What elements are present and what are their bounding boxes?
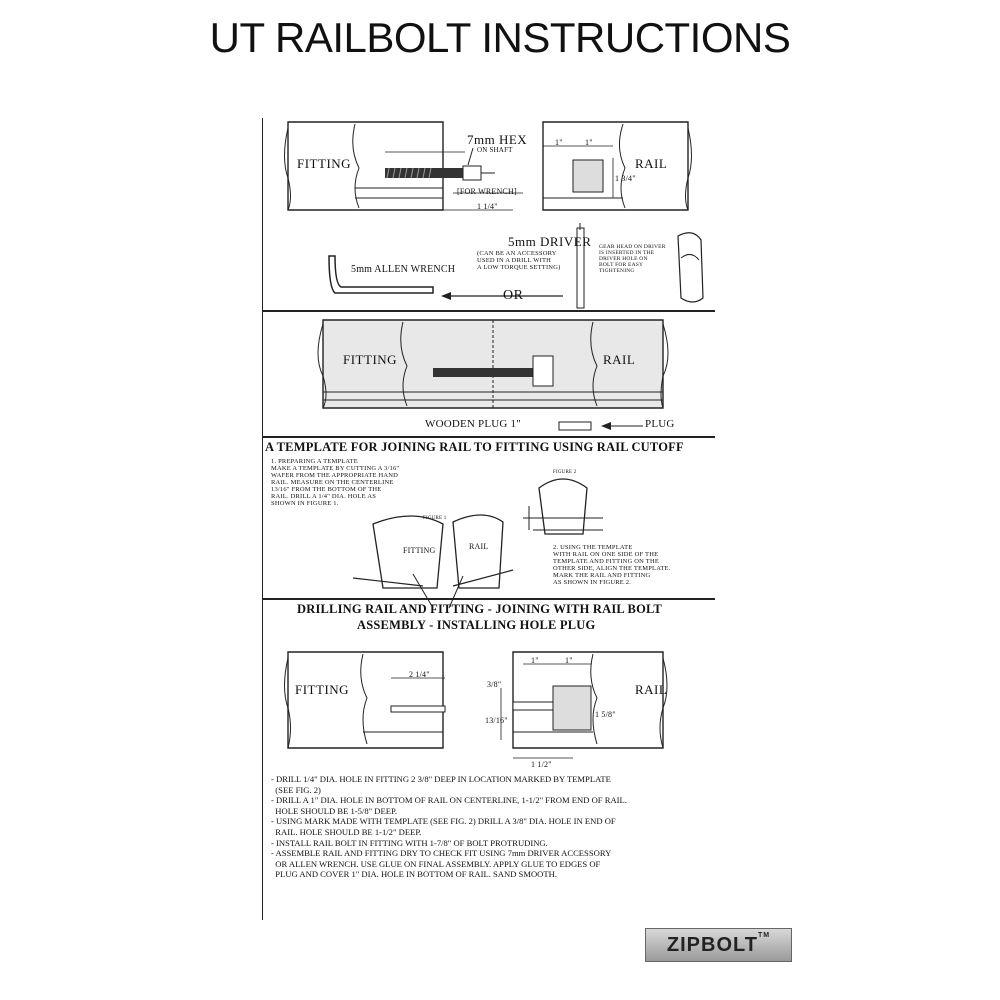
note-line: (SEE FIG. 2) — [271, 784, 321, 795]
divider-2 — [263, 436, 715, 438]
dim-one-inch-b: 1" — [585, 138, 593, 147]
dim-one-three-quarter: 1 3/4" — [615, 174, 636, 183]
panel3-drawing — [352, 478, 603, 609]
template-heading: A TEMPLATE FOR JOINING RAIL TO FITTING U… — [265, 440, 684, 454]
allen-wrench-label: 5mm ALLEN WRENCH — [351, 264, 456, 275]
panel4-rail-label: RAIL — [635, 682, 668, 697]
plug-label: PLUG — [645, 418, 675, 430]
wooden-plug-label: WOODEN PLUG 1" — [425, 418, 521, 430]
panel4-drawing — [284, 651, 668, 759]
panel3-fitting-label: FITTING — [403, 546, 436, 555]
page-title: UT RAILBOLT INSTRUCTIONS — [209, 14, 791, 61]
logo-trademark: TM — [757, 932, 771, 939]
dim-three-eighths: 3/8" — [487, 680, 502, 689]
dim-one-quarter: 1 1/4" — [477, 202, 498, 211]
panel2-rail-label: RAIL — [603, 352, 636, 367]
panel2-fitting-label: FITTING — [343, 352, 398, 367]
panel2-drawing — [317, 319, 669, 431]
drilling-heading-line-2: ASSEMBLY - INSTALLING HOLE PLUG — [357, 618, 596, 632]
panel1-drawing — [284, 121, 704, 309]
dim-one-inch-a: 1" — [555, 138, 563, 147]
drilling-heading-line-1: DRILLING RAIL AND FITTING - JOINING WITH… — [297, 602, 662, 616]
note-line: - USING MARK MADE WITH TEMPLATE (SEE FIG… — [271, 816, 616, 827]
note-line: - DRILL 1/4" DIA. HOLE IN FITTING 2 3/8"… — [271, 774, 611, 784]
dim-one-five-eighths: 1 5/8" — [595, 710, 616, 719]
instruction-notes: - DRILL 1/4" DIA. HOLE IN FITTING 2 3/8"… — [271, 774, 711, 880]
note-line: - ASSEMBLE RAIL AND FITTING DRY TO CHECK… — [271, 848, 612, 859]
on-shaft-label: ON SHAFT — [477, 146, 513, 154]
panel1-rail-label: RAIL — [635, 156, 668, 171]
panel4-fitting-label: FITTING — [295, 682, 350, 697]
dim-one-half: 1 1/2" — [531, 760, 552, 769]
note-line: HOLE SHOULD BE 1-5/8" DEEP. — [271, 805, 397, 816]
or-label: OR — [503, 288, 524, 303]
zipbolt-logo: ZIPBOLTTM — [645, 928, 792, 962]
logo-name: ZIPBOLT — [666, 934, 758, 956]
note-line: - DRILL A 1" DIA. HOLE IN BOTTOM OF RAIL… — [271, 795, 627, 806]
for-wrench-label: [FOR WRENCH] — [457, 187, 517, 196]
template-step-2: 2. USING THE TEMPLATE WITH RAIL ON ONE S… — [553, 544, 671, 586]
template-step-1: 1. PREPARING A TEMPLATE MAKE A TEMPLATE … — [271, 458, 400, 507]
figure-1-label: FIGURE 1 — [423, 516, 447, 521]
note-line: - INSTALL RAIL BOLT IN FITTING WITH 1-7/… — [271, 837, 548, 848]
note-line: PLUG AND COVER 1" DIA. HOLE IN BOTTOM OF… — [271, 869, 557, 880]
driver-label: 5mm DRIVER — [508, 234, 592, 249]
panel3-rail-label: RAIL — [469, 542, 489, 551]
instruction-sheet: FITTING RAIL 7mm HEX ON SHAFT [FOR WRENC… — [262, 118, 792, 962]
gear-head-note: GEAR HEAD ON DRIVER IS INSERTED IN THE D… — [599, 244, 666, 274]
figure-2-label: FIGURE 2 — [553, 470, 577, 475]
note-line: OR ALLEN WRENCH. USE GLUE ON FINAL ASSEM… — [271, 858, 601, 869]
dim-one-inch-left: 1" — [531, 656, 539, 665]
driver-note: (CAN BE AN ACCESSORY USED IN A DRILL WIT… — [477, 250, 561, 271]
note-line: RAIL. HOLE SHOULD BE 1-1/2" DEEP. — [271, 826, 422, 837]
dim-thirteen-sixteenths: 13/16" — [485, 716, 508, 725]
dim-two-quarter: 2 1/4" — [409, 670, 430, 679]
divider-1 — [263, 310, 715, 312]
panel1-fitting-label: FITTING — [297, 156, 352, 171]
dim-one-inch-right: 1" — [565, 656, 573, 665]
divider-3 — [263, 598, 715, 600]
hex-label: 7mm HEX — [467, 132, 528, 147]
